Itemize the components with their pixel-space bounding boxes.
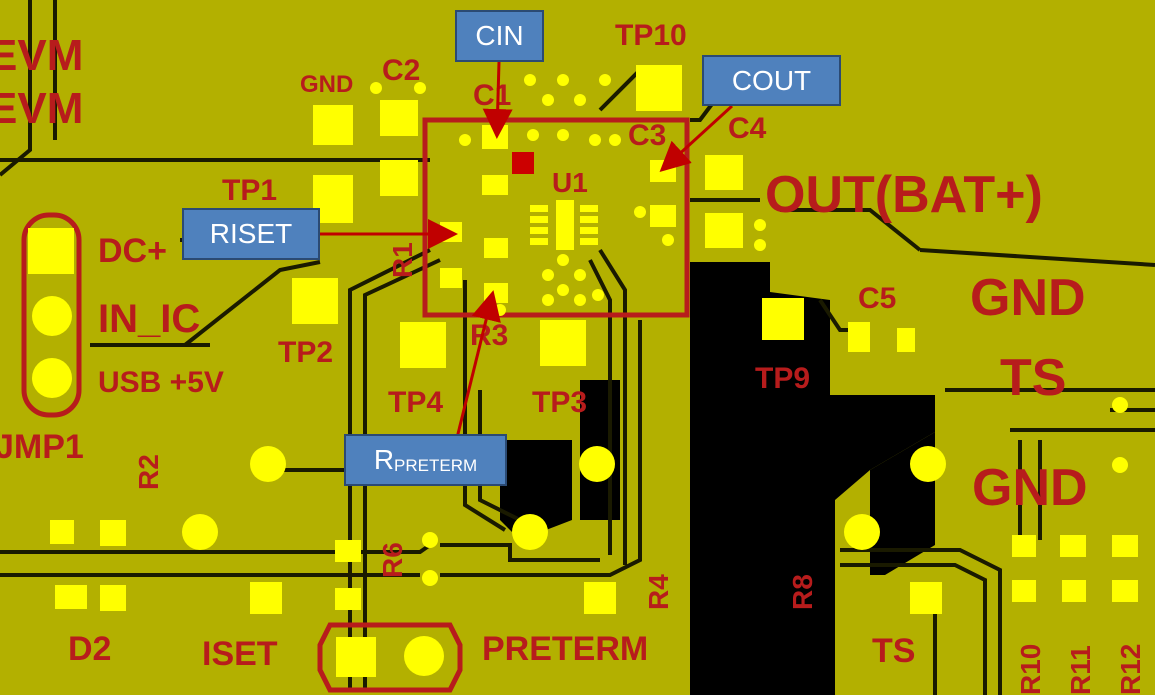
u1-pin1-marker (512, 152, 534, 174)
u1-outline-box (422, 117, 690, 318)
label-tp10: TP10 (615, 19, 687, 52)
callout-arrows (320, 61, 734, 447)
callout-rpreterm-label: R (373, 444, 395, 475)
copper-pads (28, 65, 1138, 677)
label-c2: C2 (382, 54, 420, 87)
silkscreen-labels: EVM EVM GND C2 C1 TP10 C3 C4 U1 OUT(BAT+… (0, 19, 1146, 695)
label-tp3: TP3 (532, 386, 587, 419)
label-r6: R6 (377, 542, 408, 578)
label-r1: R1 (387, 242, 418, 278)
label-evm-1: EVM (0, 31, 83, 80)
label-iset: ISET (202, 635, 278, 673)
label-ts-right: TS (1000, 349, 1066, 407)
label-c1: C1 (473, 79, 511, 112)
label-gnd-right2: GND (972, 459, 1088, 517)
label-r11: R11 (1065, 645, 1096, 695)
label-c3: C3 (628, 119, 666, 152)
label-out-bat: OUT(BAT+) (765, 166, 1043, 224)
label-tp4: TP4 (388, 386, 443, 419)
callout-cout-label: COUT (731, 64, 812, 96)
label-evm-2: EVM (0, 84, 83, 133)
callout-cin: CIN (455, 10, 544, 62)
label-r4: R4 (643, 574, 674, 610)
label-tp9: TP9 (755, 362, 810, 395)
callout-cin-label: CIN (475, 20, 524, 51)
label-usb: USB +5V (98, 366, 224, 399)
jmp1-outline (21, 212, 82, 418)
label-dc-plus: DC+ (98, 232, 167, 270)
label-preterm: PRETERM (482, 630, 648, 668)
cin-arrow (482, 61, 513, 139)
cout-arrow (659, 104, 734, 173)
label-tp1: TP1 (222, 174, 277, 207)
label-r2: R2 (133, 454, 164, 490)
label-jmp1: JMP1 (0, 428, 84, 466)
label-u1: U1 (552, 167, 588, 198)
label-ts-bottom: TS (872, 632, 915, 670)
label-c5: C5 (858, 282, 896, 315)
callout-cout: COUT (702, 55, 841, 106)
label-r8: R8 (787, 574, 818, 610)
bottom-connector-outline (317, 622, 463, 693)
label-r3: R3 (470, 319, 508, 352)
label-d2: D2 (68, 630, 111, 668)
copper-voids (500, 262, 935, 695)
label-c4: C4 (728, 112, 767, 145)
label-gnd-small: GND (300, 71, 353, 98)
u1-leads (530, 200, 598, 250)
label-in-ic: IN_IC (98, 297, 200, 341)
callout-riset: RISET (182, 208, 320, 260)
label-r12: R12 (1115, 644, 1146, 695)
label-tp2: TP2 (278, 336, 333, 369)
label-gnd-right: GND (970, 269, 1086, 327)
label-r10: R10 (1015, 644, 1046, 695)
callout-riset-label: RISET (209, 218, 293, 249)
thermal-vias (370, 74, 766, 316)
callout-rpreterm-subscript: PRETERM (394, 456, 478, 475)
rpreterm-arrow (453, 290, 501, 447)
